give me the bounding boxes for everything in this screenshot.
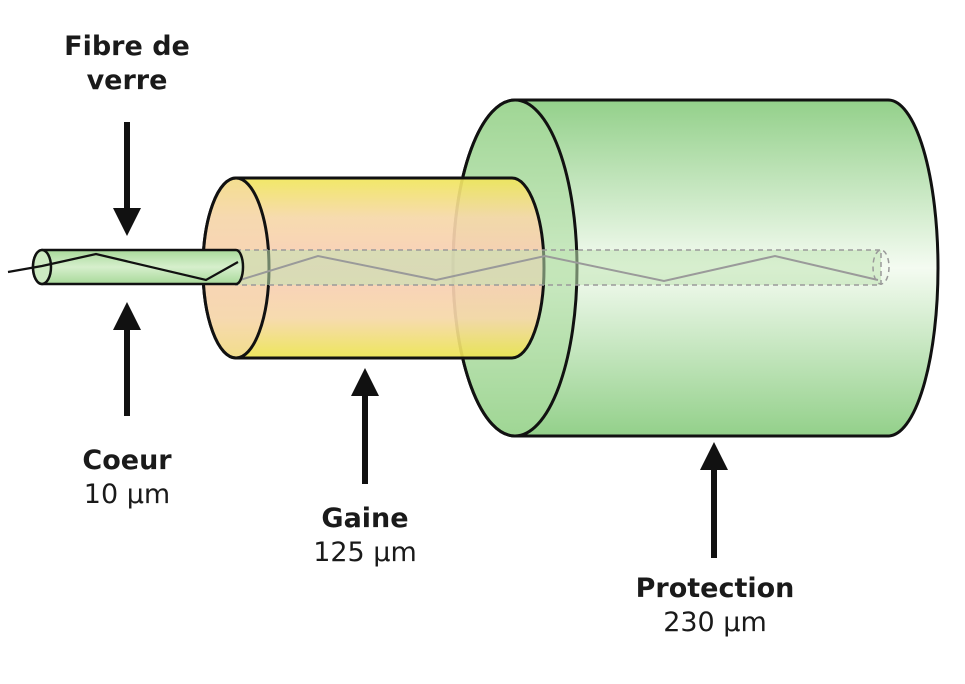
core-cylinder: [31, 248, 245, 286]
label-fibre-line1: Fibre de: [64, 31, 190, 62]
label-coeur-title: Coeur: [82, 445, 172, 476]
label-fibre-de-verre: Fibre de verre: [52, 30, 202, 98]
label-gaine-title: Gaine: [321, 503, 409, 534]
arrow-protection: [700, 442, 728, 558]
label-fibre-line2: verre: [86, 64, 168, 96]
arrow-gaine: [351, 368, 379, 484]
arrow-coeur: [113, 302, 141, 416]
light-ray: [7, 252, 239, 282]
label-gaine: Gaine 125 µm: [285, 502, 445, 570]
label-protection-value: 230 µm: [663, 606, 767, 638]
label-gaine-value: 125 µm: [313, 536, 417, 568]
label-protection-title: Protection: [635, 573, 795, 604]
label-protection: Protection 230 µm: [600, 572, 830, 640]
label-coeur-value: 10 µm: [83, 478, 171, 510]
core-inner-dashed: [235, 249, 890, 286]
arrow-fibre: [113, 122, 141, 236]
label-coeur: Coeur 10 µm: [52, 444, 202, 512]
